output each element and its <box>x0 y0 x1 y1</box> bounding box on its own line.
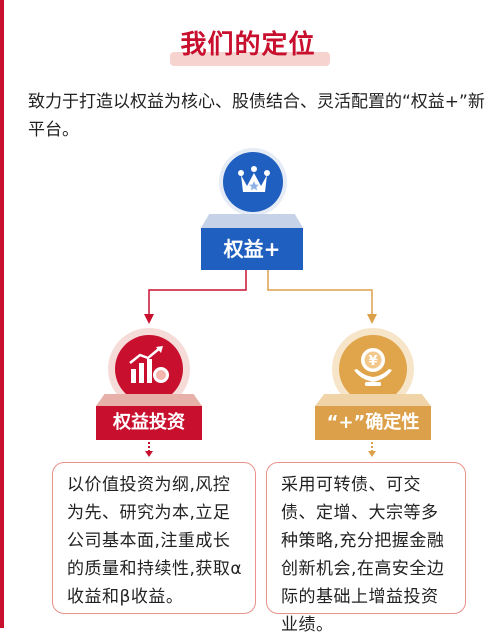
page-title: 我们的定位 <box>180 30 316 60</box>
right-node-shadow <box>315 394 431 406</box>
title-highlight <box>170 52 330 66</box>
hand-holding-coin-icon: ¥ <box>354 348 392 386</box>
left-accent-bar <box>0 0 4 628</box>
top-node-label: 权益+ <box>201 228 303 270</box>
left-description-box: 以价值投资为纲,风控为先、研究为本,立足公司基本面,注重成长的质量和持续性,获取… <box>52 462 256 614</box>
left-node-shadow <box>96 394 202 406</box>
crown-icon <box>238 166 270 192</box>
svg-text:¥: ¥ <box>368 354 377 369</box>
left-node-label: 权益投资 <box>96 406 202 440</box>
title-section: 我们的定位 <box>0 18 496 68</box>
right-description-box: 采用可转债、可交债、定增、大宗等多种策略,充分把握金融创新机会,在高安全边际的基… <box>266 462 466 635</box>
top-node-shadow <box>201 214 303 228</box>
rising-bar-chart-coins-icon <box>129 346 169 383</box>
intro-text: 致力于打造以权益为核心、股债结合、灵活配置的“权益+”新平台。 <box>28 92 485 140</box>
right-node-label: “+”确定性 <box>315 406 431 440</box>
